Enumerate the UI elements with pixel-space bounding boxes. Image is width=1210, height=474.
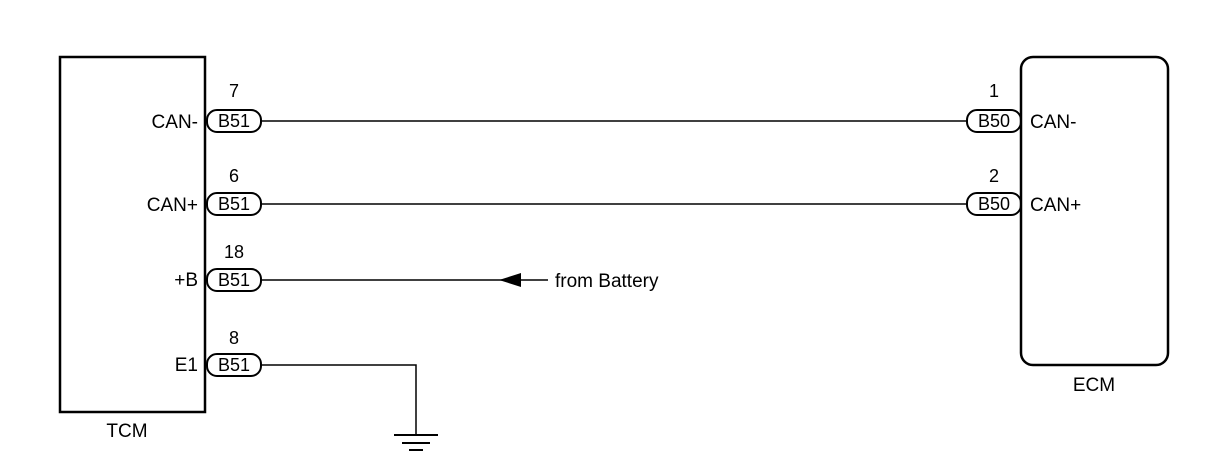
tcm-signal-label: CAN+ xyxy=(147,195,198,216)
tcm-pin-number: 8 xyxy=(229,328,239,348)
ground-icon xyxy=(394,434,438,451)
ecm-pin-number: 2 xyxy=(989,166,999,186)
tcm-signal-label: CAN- xyxy=(152,112,198,133)
ecm-box xyxy=(1019,55,1170,367)
connector-oval xyxy=(966,192,1022,216)
ecm-pin-row-can-plus: 2 B50 CAN+ xyxy=(966,166,1081,216)
tcm-connector-label: B51 xyxy=(218,270,250,290)
tcm-connector-label: B51 xyxy=(218,355,250,375)
tcm-connector-label: B51 xyxy=(218,194,250,214)
tcm-pin-row-can-minus: CAN- 7 B51 xyxy=(152,81,262,133)
tcm-label: TCM xyxy=(106,421,147,442)
ecm-connector-label: B50 xyxy=(978,111,1010,131)
tcm-connector-label: B51 xyxy=(218,111,250,131)
ecm-label: ECM xyxy=(1073,375,1115,396)
tcm-pin-row-plus-b: +B 18 B51 xyxy=(174,242,262,292)
tcm-pin-row-e1: E1 8 B51 xyxy=(175,328,262,377)
connector-oval xyxy=(966,109,1022,133)
tcm-pin-number: 6 xyxy=(229,166,239,186)
tcm-signal-label: +B xyxy=(174,270,198,291)
arrow-left-icon xyxy=(499,273,521,287)
ecm-connector-label: B50 xyxy=(978,194,1010,214)
ecm-signal-label: CAN- xyxy=(1030,112,1076,133)
ecm-pin-row-can-minus: 1 B50 CAN- xyxy=(966,81,1076,133)
battery-annotation: from Battery xyxy=(555,271,659,292)
tcm-signal-label: E1 xyxy=(175,355,198,376)
tcm-box xyxy=(58,55,207,414)
ecm-pin-number: 1 xyxy=(989,81,999,101)
wire-e1-ground xyxy=(261,364,417,434)
tcm-pin-number: 7 xyxy=(229,81,239,101)
tcm-pin-number: 18 xyxy=(224,242,244,262)
ecm-signal-label: CAN+ xyxy=(1030,195,1081,216)
